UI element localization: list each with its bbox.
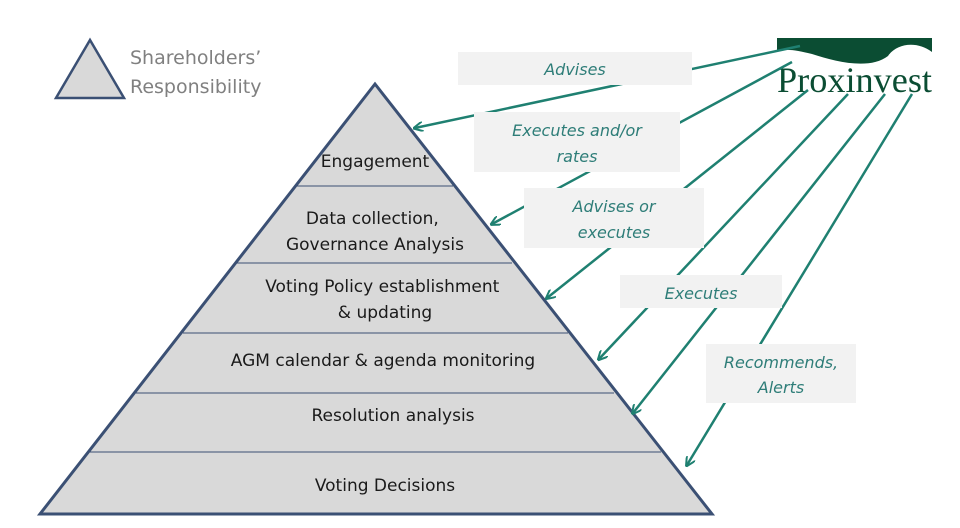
pyramid-body — [36, 81, 716, 516]
action-advises-or-executes-line-2: executes — [578, 223, 651, 242]
layer-resolution-analysis-line-1: Resolution analysis — [311, 406, 474, 426]
layer-voting-decisions-line-1: Voting Decisions — [315, 476, 455, 496]
action-box — [474, 112, 680, 172]
legend-label-line-2: Responsibility — [130, 76, 261, 98]
legend-triangle-icon — [53, 37, 127, 100]
action-label-executes: Executes — [620, 275, 782, 308]
layer-agm-calendar: AGM calendar & agenda monitoring — [231, 351, 535, 371]
layer-data-collection-line-2: Governance Analysis — [286, 235, 464, 255]
layer-data-collection: Data collection, Governance Analysis — [286, 209, 464, 255]
action-box — [458, 52, 692, 85]
action-advises-line-1: Advises — [543, 60, 606, 79]
action-executes-and-or-rates-line-1: Executes and/or — [512, 121, 643, 140]
action-executes-and-or-rates-line-2: rates — [557, 147, 598, 166]
layer-agm-calendar-line-1: AGM calendar & agenda monitoring — [231, 351, 535, 371]
action-label-recommends-alerts: Recommends, Alerts — [706, 344, 856, 403]
layer-engagement: Engagement — [321, 152, 430, 172]
logo-wave-icon — [777, 38, 932, 64]
layer-voting-decisions: Voting Decisions — [315, 476, 455, 496]
layer-voting-policy: Voting Policy establishment & updating — [265, 277, 505, 323]
arrow-executes — [633, 93, 886, 413]
layer-voting-policy-line-1: Voting Policy establishment — [265, 277, 499, 297]
action-label-executes-and-or-rates: Executes and/or rates — [474, 112, 680, 172]
layer-engagement-line-1: Engagement — [321, 152, 430, 172]
action-advises-or-executes-line-1: Advises or — [572, 197, 657, 216]
action-label-advises: Advises — [458, 52, 692, 85]
action-box — [620, 275, 782, 308]
action-recommends-alerts-line-1: Recommends, — [724, 353, 838, 372]
action-box — [706, 344, 856, 403]
action-label-advises-or-executes: Advises or executes — [524, 188, 704, 248]
arrow-recommends-alerts — [687, 93, 914, 465]
action-box — [524, 188, 704, 248]
legend-label-line-1: Shareholders’ — [130, 47, 261, 69]
action-executes-line-1: Executes — [665, 284, 738, 303]
action-recommends-alerts-line-2: Alerts — [757, 378, 804, 397]
layer-resolution-analysis: Resolution analysis — [311, 406, 474, 426]
layer-data-collection-line-1: Data collection, — [306, 209, 439, 229]
layer-voting-policy-line-2: & updating — [338, 303, 432, 323]
logo-wordmark: Proxinvest — [777, 60, 932, 100]
proxinvest-logo: Proxinvest — [777, 38, 932, 100]
arrow-monitoring — [599, 93, 849, 359]
responsibility-pyramid: Engagement Data collection, Governance A… — [36, 81, 716, 516]
